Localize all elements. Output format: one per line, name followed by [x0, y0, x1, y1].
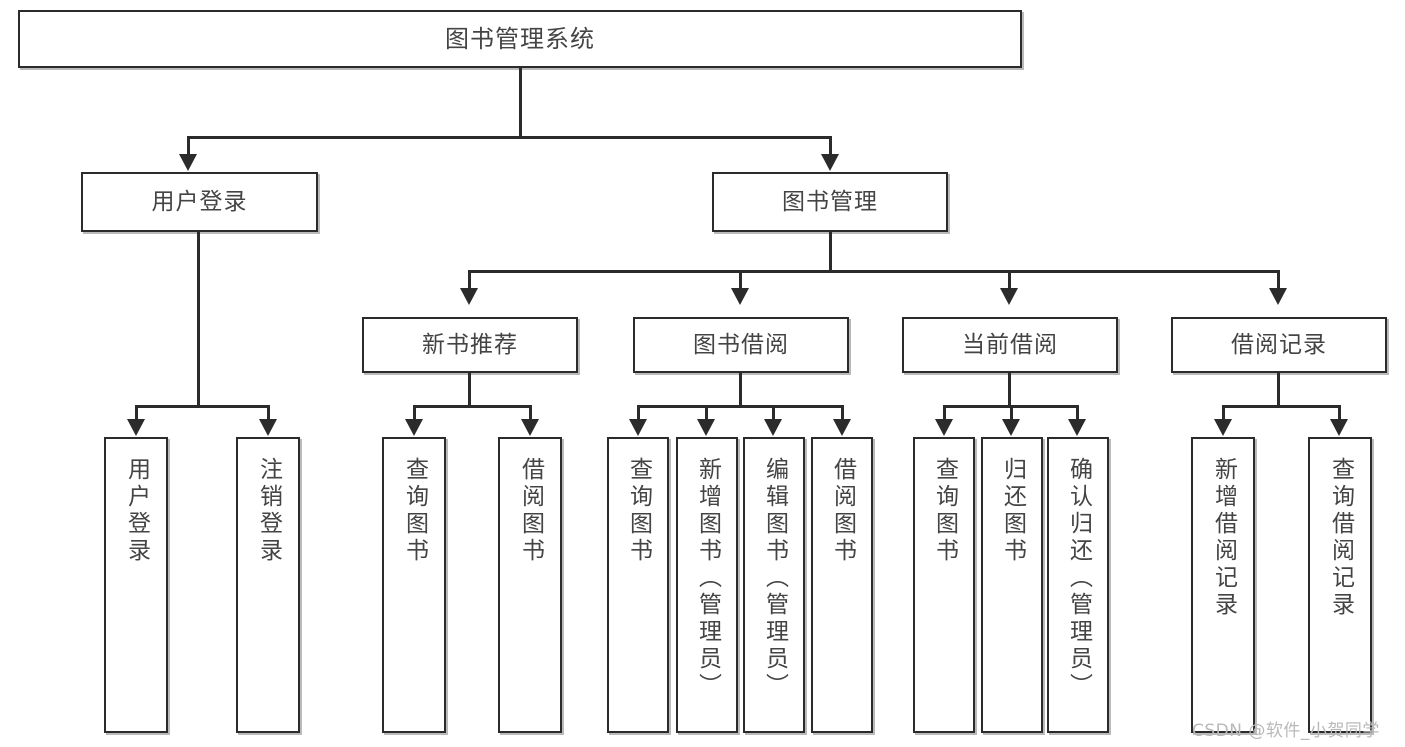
- node-label: 当前借阅: [962, 331, 1058, 358]
- connector-book-management-bus: [468, 270, 1280, 273]
- leaf-add-borrow-record[interactable]: 新增借阅记录: [1191, 437, 1255, 733]
- connector-user-login-drop-1: [135, 405, 138, 423]
- node-label: 查询图书: [625, 457, 652, 565]
- connector-br-drop-2: [1338, 405, 1341, 423]
- connector-bb-drop-4: [841, 405, 844, 423]
- leaf-logout-login[interactable]: 注销登录: [236, 437, 300, 733]
- connector-cb-drop-2: [1010, 405, 1013, 423]
- node-label: 确认归还（管理员）: [1065, 457, 1092, 700]
- arrowhead-book-management: [821, 154, 839, 171]
- connector-root-bus: [187, 136, 832, 139]
- connector-bb-stem: [739, 373, 742, 407]
- leaf-query-book-3[interactable]: 查询图书: [913, 437, 975, 733]
- connector-br-stem: [1277, 373, 1280, 407]
- arrowhead-borrow-record: [1269, 288, 1287, 305]
- node-user-login[interactable]: 用户登录: [81, 172, 318, 232]
- connector-bb-drop-2: [705, 405, 708, 423]
- connector-nbr-bus: [413, 405, 532, 408]
- leaf-query-borrow-record[interactable]: 查询借阅记录: [1308, 437, 1372, 733]
- connector-bm-drop-1: [468, 270, 471, 292]
- connector-user-login-bus: [135, 405, 270, 408]
- arrowhead-leaf-borrow-book-2: [833, 419, 851, 436]
- connector-nbr-drop-2: [529, 405, 532, 423]
- node-new-book-recommend[interactable]: 新书推荐: [362, 317, 578, 373]
- node-label: 借阅图书: [829, 457, 856, 565]
- node-label: 借阅图书: [517, 457, 544, 565]
- connector-book-management-stem: [829, 232, 832, 272]
- node-borrow-record[interactable]: 借阅记录: [1171, 317, 1387, 373]
- connector-cb-drop-1: [943, 405, 946, 423]
- connector-bb-drop-3: [772, 405, 775, 423]
- arrowhead-user-login: [179, 154, 197, 171]
- connector-br-drop-1: [1222, 405, 1225, 423]
- arrowhead-leaf-query-book-1: [405, 419, 423, 436]
- node-label: 查询借阅记录: [1327, 457, 1354, 619]
- connector-root-to-user-login: [187, 136, 190, 158]
- connector-br-bus: [1222, 405, 1341, 408]
- leaf-user-login[interactable]: 用户登录: [104, 437, 168, 733]
- leaf-return-book[interactable]: 归还图书: [981, 437, 1043, 733]
- arrowhead-leaf-return-book: [1002, 419, 1020, 436]
- node-book-management[interactable]: 图书管理: [712, 172, 948, 232]
- node-label: 图书管理: [782, 188, 878, 215]
- arrowhead-current-borrow: [1000, 288, 1018, 305]
- csdn-watermark: CSDN @软件_小贺同学: [1192, 721, 1380, 741]
- connector-bb-bus: [637, 405, 844, 408]
- node-label: 图书借阅: [693, 331, 789, 358]
- node-label: 新增借阅记录: [1210, 457, 1237, 619]
- arrowhead-leaf-query-borrow-record: [1330, 419, 1348, 436]
- connector-cb-stem: [1008, 373, 1011, 407]
- node-label: 新书推荐: [422, 331, 518, 358]
- arrowhead-leaf-edit-book: [764, 419, 782, 436]
- arrowhead-book-borrow: [731, 288, 749, 305]
- node-root-book-management-system[interactable]: 图书管理系统: [18, 10, 1022, 68]
- leaf-query-book-2[interactable]: 查询图书: [607, 437, 669, 733]
- node-current-borrow[interactable]: 当前借阅: [902, 317, 1118, 373]
- connector-bm-drop-3: [1008, 270, 1011, 292]
- node-label: 新增图书（管理员）: [694, 457, 721, 700]
- node-book-borrow[interactable]: 图书借阅: [633, 317, 849, 373]
- connector-root-to-book-management: [829, 136, 832, 158]
- leaf-borrow-book-1[interactable]: 借阅图书: [498, 437, 562, 733]
- leaf-confirm-return[interactable]: 确认归还（管理员）: [1047, 437, 1109, 733]
- node-label: 图书管理系统: [445, 25, 595, 53]
- leaf-query-book-1[interactable]: 查询图书: [382, 437, 446, 733]
- arrowhead-leaf-user-login: [127, 419, 145, 436]
- node-label: 查询图书: [931, 457, 958, 565]
- leaf-add-book[interactable]: 新增图书（管理员）: [676, 437, 738, 733]
- node-label: 编辑图书（管理员）: [761, 457, 788, 700]
- connector-bb-drop-1: [637, 405, 640, 423]
- arrowhead-leaf-add-borrow-record: [1214, 419, 1232, 436]
- connector-bm-drop-2: [739, 270, 742, 292]
- node-label: 注销登录: [255, 457, 282, 565]
- arrowhead-new-book-recommend: [460, 288, 478, 305]
- arrowhead-leaf-logout-login: [259, 419, 277, 436]
- connector-bm-drop-4: [1277, 270, 1280, 292]
- node-label: 查询图书: [401, 457, 428, 565]
- node-label: 归还图书: [999, 457, 1026, 565]
- node-label: 用户登录: [151, 188, 248, 215]
- connector-user-login-stem: [197, 232, 200, 407]
- arrowhead-leaf-query-book-3: [935, 419, 953, 436]
- node-label: 借阅记录: [1231, 331, 1327, 358]
- arrowhead-leaf-add-book: [697, 419, 715, 436]
- connector-nbr-drop-1: [413, 405, 416, 423]
- arrowhead-leaf-confirm-return: [1068, 419, 1086, 436]
- connector-nbr-stem: [468, 373, 471, 407]
- connector-user-login-drop-2: [267, 405, 270, 423]
- arrowhead-leaf-borrow-book-1: [521, 419, 539, 436]
- leaf-borrow-book-2[interactable]: 借阅图书: [811, 437, 873, 733]
- node-label: 用户登录: [123, 457, 150, 565]
- connector-root-stem: [519, 68, 522, 138]
- connector-cb-drop-3: [1076, 405, 1079, 423]
- leaf-edit-book[interactable]: 编辑图书（管理员）: [743, 437, 805, 733]
- arrowhead-leaf-query-book-2: [629, 419, 647, 436]
